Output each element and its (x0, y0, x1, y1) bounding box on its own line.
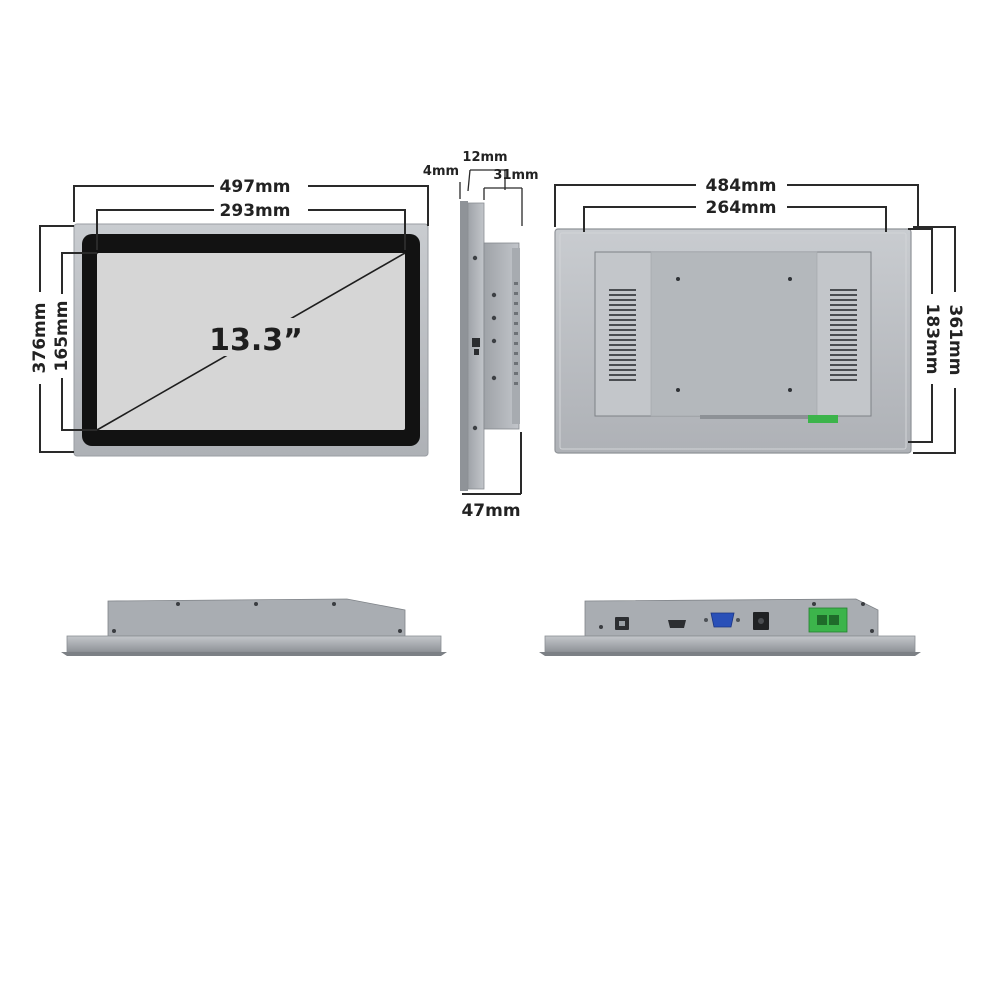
top-edge-lip (61, 652, 447, 656)
front-frame-label: 4mm (423, 164, 459, 179)
side-view: 12mm 4mm 31mm 47mm (423, 150, 539, 521)
mount-width-label: 264mm (706, 198, 777, 218)
front-frame-dimension: 4mm (423, 164, 461, 199)
mount-width-dimension: 264mm (583, 198, 887, 232)
side-switch (472, 338, 480, 355)
back-height-label: 361mm (945, 305, 965, 376)
back-height-dimension: 361mm (913, 226, 965, 454)
front-height-dimension: 376mm (30, 225, 74, 453)
depth-label: 47mm (461, 501, 520, 521)
front-width-dimension: 497mm (73, 177, 429, 226)
side-vent-slots (514, 282, 518, 385)
top-edge-housing (107, 598, 406, 637)
side-front-frame (460, 201, 468, 491)
side-rear-plate (512, 248, 520, 424)
body-dimension: 31mm (483, 168, 539, 226)
bezel-dimension: 12mm (462, 150, 508, 192)
terminal-block-connector (808, 607, 848, 633)
screen-height-label: 165mm (52, 301, 72, 372)
back-vent-left (609, 289, 636, 381)
vga-port (704, 612, 740, 628)
top-edge-frame (66, 635, 442, 653)
usb-b-port (615, 617, 629, 630)
top-edge-view (61, 598, 447, 656)
front-height-label: 376mm (30, 303, 50, 374)
top-edge-screws (112, 602, 402, 633)
back-terminal-block (808, 415, 838, 423)
diagonal-label-bg (210, 318, 302, 356)
dc-power-port (753, 612, 769, 630)
back-port-strip (700, 415, 810, 419)
screen-height-dimension: 165mm (52, 252, 97, 431)
back-width-dimension: 484mm (554, 176, 919, 227)
back-center-plate (650, 251, 818, 417)
back-vesa-holes (676, 277, 792, 392)
front-view: 13.3” 497mm 293mm 376mm 165mm (30, 177, 429, 457)
front-width-label: 497mm (220, 177, 291, 197)
screen-width-dimension: 293mm (96, 201, 406, 250)
io-edge-view (539, 598, 921, 656)
io-edge-frame (544, 635, 916, 653)
body-label: 31mm (493, 168, 538, 183)
back-frame-lip (559, 232, 907, 450)
side-screws (472, 255, 497, 431)
mount-height-label: 183mm (922, 304, 942, 375)
diagonal-label: 13.3” (209, 323, 303, 358)
io-edge-screws (599, 602, 874, 633)
depth-dimension: 47mm (461, 432, 522, 521)
io-edge-lip (539, 652, 921, 656)
back-vent-right (830, 289, 857, 381)
back-width-label: 484mm (706, 176, 777, 196)
mount-height-dimension: 183mm (908, 228, 942, 443)
back-view: 484mm 264mm 361mm 183mm (554, 176, 965, 454)
hdmi-port (668, 620, 686, 628)
bezel-label: 12mm (462, 150, 507, 165)
screen-width-label: 293mm (220, 201, 291, 221)
